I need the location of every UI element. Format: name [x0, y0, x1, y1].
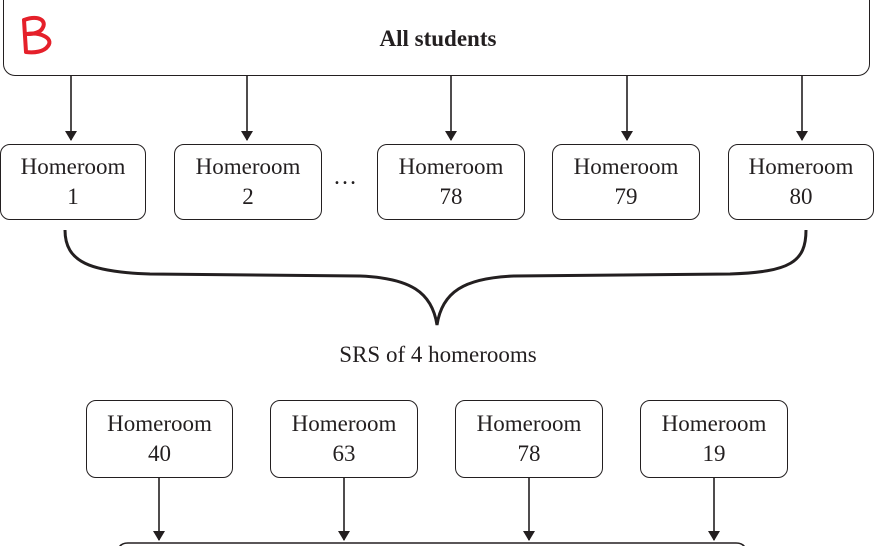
homeroom-box-79-title: Homeroom [573, 154, 679, 179]
selected-homeroom-box-19-title: Homeroom [661, 411, 767, 436]
homeroom-box-78: Homeroom 78 [377, 144, 525, 220]
homeroom-box-2-title: Homeroom [195, 154, 301, 179]
homeroom-box-2-number: 2 [242, 184, 254, 209]
homeroom-box-1: Homeroom 1 [0, 144, 146, 220]
srs-caption: SRS of 4 homerooms [339, 342, 537, 367]
homeroom-box-80-number: 80 [789, 184, 813, 209]
selected-homeroom-box-63: Homeroom 63 [270, 400, 418, 478]
homeroom-box-78-number: 78 [439, 184, 463, 209]
selected-homeroom-box-19-number: 19 [702, 441, 726, 466]
selected-homeroom-box-40: Homeroom 40 [86, 400, 233, 478]
homeroom-box-80: Homeroom 80 [728, 144, 874, 220]
selected-homeroom-box-63-number: 63 [332, 441, 356, 466]
population-label: All students [379, 26, 497, 51]
selection-brace [63, 229, 808, 326]
handwritten-b-annotation [22, 16, 52, 55]
selected-homeroom-box-78-title: Homeroom [476, 411, 582, 436]
selected-homeroom-box-63-title: Homeroom [291, 411, 397, 436]
selected-homeroom-box-40-number: 40 [148, 441, 171, 466]
homeroom-box-79-number: 79 [614, 184, 638, 209]
ellipsis: … [333, 164, 357, 190]
selected-homeroom-box-78: Homeroom 78 [455, 400, 603, 478]
homeroom-box-80-title: Homeroom [748, 154, 854, 179]
bottom-box-edge [119, 542, 745, 546]
selected-homeroom-box-19: Homeroom 19 [640, 400, 788, 478]
homeroom-box-1-number: 1 [67, 184, 79, 209]
selected-homeroom-box-78-number: 78 [517, 441, 541, 466]
homeroom-box-79: Homeroom 79 [552, 144, 700, 220]
population-box [3, 0, 870, 76]
selected-homeroom-box-40-title: Homeroom [107, 411, 212, 436]
homeroom-box-78-title: Homeroom [398, 154, 504, 179]
homeroom-box-2: Homeroom 2 [174, 144, 322, 220]
homeroom-box-1-title: Homeroom [20, 154, 126, 179]
